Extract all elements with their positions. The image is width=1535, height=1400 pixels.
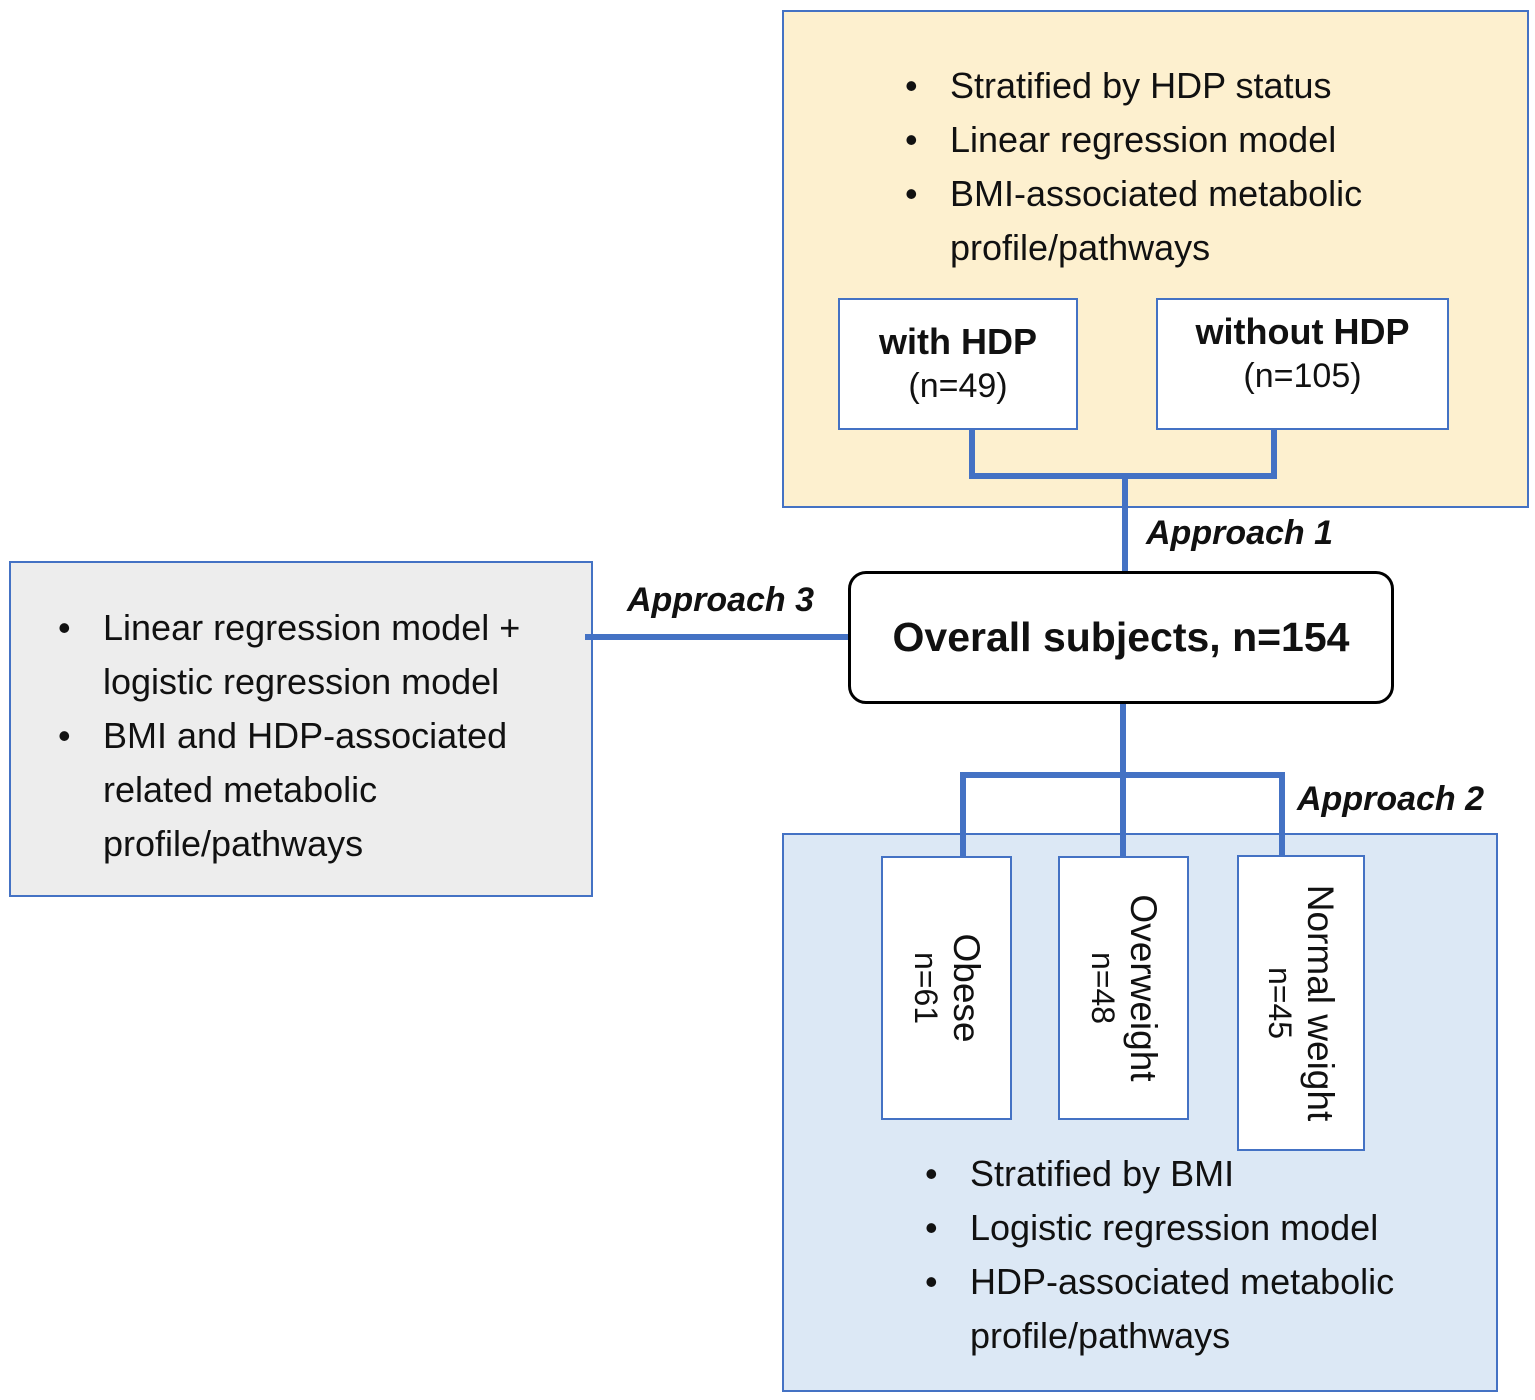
approach2-label: Approach 2: [1297, 780, 1485, 818]
approach3-bullet: BMI and HDP-associated related metabolic…: [58, 709, 583, 871]
normal-weight-box: Normal weight n=45: [1237, 855, 1365, 1151]
approach3-bullet: Linear regression model + logistic regre…: [58, 601, 583, 709]
approach2-bullet: HDP-associated metabolic profile/pathway…: [925, 1255, 1490, 1363]
group-title: without HDP: [1195, 311, 1410, 352]
approach1-label: Approach 1: [1146, 514, 1334, 552]
group-count: (n=105): [1243, 357, 1362, 395]
approach3-label: Approach 3: [627, 581, 815, 619]
approach2-bullet: Stratified by BMI: [925, 1147, 1490, 1201]
group-count: (n=49): [908, 367, 1008, 405]
overall-subjects-box: Overall subjects, n=154: [848, 571, 1394, 704]
approach1-bullet: BMI-associated metabolic profile/pathway…: [905, 167, 1510, 275]
obese-box: Obese n=61: [881, 856, 1012, 1120]
connector-approach1-branch: [969, 430, 1277, 479]
with-hdp-box: with HDP (n=49): [838, 298, 1078, 430]
group-name: Obese: [945, 933, 987, 1043]
approach1-bullet-list: Stratified by HDP status Linear regressi…: [905, 59, 1510, 275]
connector-approach2-branch: [960, 772, 1285, 856]
group-name: Normal weight: [1300, 884, 1341, 1122]
approach1-bullet: Stratified by HDP status: [905, 59, 1510, 113]
without-hdp-box: without HDP (n=105): [1156, 298, 1449, 430]
approach1-bullet: Linear regression model: [905, 113, 1510, 167]
group-count: n=48: [1084, 951, 1121, 1025]
group-count: n=61: [907, 951, 944, 1025]
overweight-box: Overweight n=48: [1058, 856, 1189, 1120]
approach2-bullet: Logistic regression model: [925, 1201, 1490, 1255]
approach3-bullet-list: Linear regression model + logistic regre…: [58, 601, 583, 871]
overall-subjects-label: Overall subjects, n=154: [892, 614, 1350, 660]
group-title: with HDP: [879, 321, 1037, 362]
group-count: n=45: [1262, 966, 1298, 1040]
group-name: Overweight: [1122, 894, 1164, 1082]
approach2-bullet-list: Stratified by BMI Logistic regression mo…: [925, 1147, 1490, 1363]
